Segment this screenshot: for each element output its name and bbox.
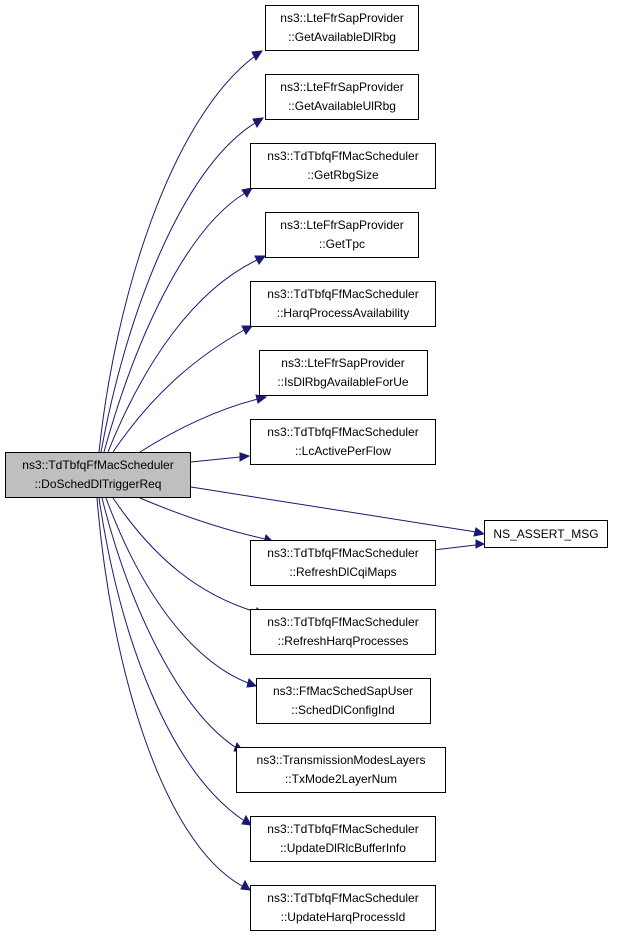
edge-to-refreshharqprocesses xyxy=(112,497,257,613)
node-refreshdlcqimaps[interactable]: ns3::TdTbfqFfMacScheduler ::RefreshDlCqi… xyxy=(250,540,436,586)
arrowhead-icon xyxy=(240,879,251,891)
node-box xyxy=(484,520,608,548)
arrowhead-icon xyxy=(239,452,251,462)
arrowhead-icon xyxy=(254,255,266,265)
node-box xyxy=(5,452,191,498)
node-refreshharqprocesses[interactable]: ns3::TdTbfqFfMacScheduler ::RefreshHarqP… xyxy=(250,609,436,655)
edge-to-lcactiveperflow xyxy=(190,456,241,463)
arrowhead-icon xyxy=(255,394,268,404)
arrowhead-icon xyxy=(241,325,253,335)
node-label-line2: ::RefreshHarqProcesses xyxy=(278,634,409,648)
node-label-line2: ::GetRbgSize xyxy=(307,168,379,182)
node-label-line1: ns3::TdTbfqFfMacScheduler xyxy=(267,615,418,629)
node-box xyxy=(250,143,436,189)
node-root-doscheddltriggerreq[interactable]: ns3::TdTbfqFfMacScheduler ::DoSchedDlTri… xyxy=(5,452,191,498)
node-box xyxy=(250,540,436,586)
node-label-line2: ::DoSchedDlTriggerReq xyxy=(35,477,162,491)
edge-to-txmode2layernum xyxy=(101,497,236,748)
node-label-line2: ::GetTpc xyxy=(319,237,365,251)
node-getavailabledlrbg[interactable]: ns3::LteFfrSapProvider ::GetAvailableDlR… xyxy=(265,5,419,51)
edge-to-gettpc xyxy=(107,259,258,453)
node-label-line1: ns3::TdTbfqFfMacScheduler xyxy=(267,546,418,560)
edge-to-refreshdlcqimaps xyxy=(139,497,266,540)
node-txmode2layernum[interactable]: ns3::TransmissionModesLayers ::TxMode2La… xyxy=(236,747,446,793)
edge-to-updateharqprocessid xyxy=(96,497,243,887)
node-getrbgsize[interactable]: ns3::TdTbfqFfMacScheduler ::GetRbgSize xyxy=(250,143,436,189)
arrowhead-icon xyxy=(252,117,265,128)
edge-to-ns-assert-msg xyxy=(190,486,477,533)
node-box xyxy=(250,885,436,931)
node-getavailableulrbg[interactable]: ns3::LteFfrSapProvider ::GetAvailableUlR… xyxy=(265,74,419,120)
edge-to-isdlrbgavailableforue xyxy=(139,398,259,453)
node-harqprocessavailability[interactable]: ns3::TdTbfqFfMacScheduler ::HarqProcessA… xyxy=(250,281,436,327)
node-label-line2: ::GetAvailableDlRbg xyxy=(288,30,396,44)
node-isdlrbgavailableforue[interactable]: ns3::LteFfrSapProvider ::IsDlRbgAvailabl… xyxy=(259,350,428,396)
arrowhead-icon xyxy=(241,814,252,826)
node-label-line1: ns3::FfMacSchedSapUser xyxy=(273,684,413,698)
node-gettpc[interactable]: ns3::LteFfrSapProvider ::GetTpc xyxy=(265,212,419,258)
node-label-line1: ns3::LteFfrSapProvider xyxy=(281,356,404,370)
node-box xyxy=(259,350,428,396)
edge-to-updatedlrlcbufferinfo xyxy=(98,497,244,821)
arrowhead-icon xyxy=(473,527,486,537)
node-scheddlconfigind[interactable]: ns3::FfMacSchedSapUser ::SchedDlConfigIn… xyxy=(256,678,431,724)
node-box xyxy=(250,816,436,862)
edge-to-harqprocessavailability xyxy=(112,329,245,453)
node-label-line1: ns3::TransmissionModesLayers xyxy=(257,753,426,767)
node-ns-assert-msg[interactable]: NS_ASSERT_MSG xyxy=(484,520,608,548)
node-label-line2: ::LcActivePerFlow xyxy=(295,444,391,458)
node-label-line2: ::RefreshDlCqiMaps xyxy=(289,565,396,579)
node-updatedlrlcbufferinfo[interactable]: ns3::TdTbfqFfMacScheduler ::UpdateDlRlcB… xyxy=(250,816,436,862)
node-label-line1: ns3::LteFfrSapProvider xyxy=(280,11,403,25)
node-label: NS_ASSERT_MSG xyxy=(493,527,598,541)
node-label-line1: ns3::TdTbfqFfMacScheduler xyxy=(267,149,418,163)
node-box xyxy=(236,747,446,793)
node-label-line2: ::GetAvailableUlRbg xyxy=(288,99,396,113)
node-box xyxy=(265,212,419,258)
node-lcactiveperflow[interactable]: ns3::TdTbfqFfMacScheduler ::LcActivePerF… xyxy=(250,419,436,465)
arrowhead-icon xyxy=(241,187,253,198)
node-label-line1: ns3::TdTbfqFfMacScheduler xyxy=(267,425,418,439)
node-label-line1: ns3::TdTbfqFfMacScheduler xyxy=(267,287,418,301)
node-box xyxy=(250,609,436,655)
node-label-line1: ns3::TdTbfqFfMacScheduler xyxy=(22,458,173,472)
node-label-line2: ::TxMode2LayerNum xyxy=(285,772,397,786)
node-label-line1: ns3::LteFfrSapProvider xyxy=(280,218,403,232)
arrowhead-icon xyxy=(251,50,264,61)
node-label-line1: ns3::TdTbfqFfMacScheduler xyxy=(267,822,418,836)
node-updateharqprocessid[interactable]: ns3::TdTbfqFfMacScheduler ::UpdateHarqPr… xyxy=(250,885,436,931)
node-label-line2: ::HarqProcessAvailability xyxy=(277,306,410,320)
node-box xyxy=(250,419,436,465)
arrowhead-icon xyxy=(475,539,486,549)
edge-to-scheddlconfigind xyxy=(105,497,249,684)
edge-to-getrbgsize xyxy=(103,192,246,453)
node-label-line2: ::UpdateHarqProcessId xyxy=(281,910,406,924)
node-label-line2: ::SchedDlConfigInd xyxy=(291,703,394,717)
edge-to-getavailabledlrbg xyxy=(98,55,256,453)
node-label-line2: ::UpdateDlRlcBufferInfo xyxy=(280,841,406,855)
node-box xyxy=(256,678,431,724)
node-box xyxy=(250,281,436,327)
node-label-line2: ::IsDlRbgAvailableForUe xyxy=(277,375,408,389)
node-box xyxy=(265,5,419,51)
node-box xyxy=(265,74,419,120)
node-label-line1: ns3::TdTbfqFfMacScheduler xyxy=(267,891,418,905)
edge-to-getavailableulrbg xyxy=(100,122,256,453)
node-label-line1: ns3::LteFfrSapProvider xyxy=(280,80,403,94)
arrowhead-icon xyxy=(246,678,258,688)
